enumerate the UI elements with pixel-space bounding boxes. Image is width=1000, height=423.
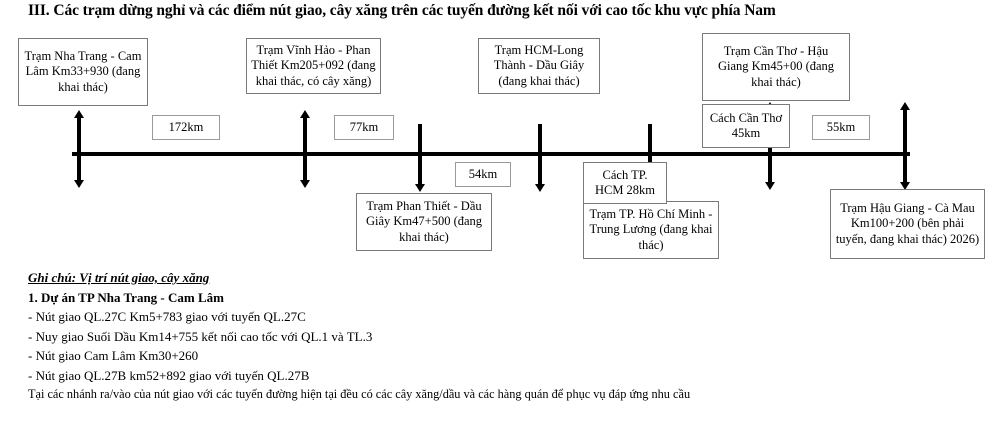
notes-line: Tại các nhánh ra/vào của nút giao với cá… xyxy=(28,387,691,401)
callout-label: Cách Cần Thơ 45km xyxy=(709,110,783,141)
arrow-head-down-icon xyxy=(535,184,545,192)
arrow-head-down-icon xyxy=(300,180,310,188)
station-box-can-tho-hau-giang: Trạm Cần Thơ - Hậu Giang Km45+00 (đang k… xyxy=(702,33,850,101)
timeline-tick-5 xyxy=(648,124,652,184)
timeline-axis xyxy=(72,152,910,156)
distance-label-55km: 55km xyxy=(812,115,870,140)
distance-label-77km: 77km xyxy=(334,115,394,140)
station-box-nha-trang-cam-lam: Trạm Nha Trang - Cam Lâm Km33+930 (đang … xyxy=(18,38,148,106)
notes-line: - Nút giao QL.27C Km5+783 giao với tuyến… xyxy=(28,309,306,324)
arrow-head-up-icon xyxy=(900,102,910,110)
arrow-head-down-icon xyxy=(900,182,910,190)
distance-text: 172km xyxy=(168,120,204,134)
station-box-vinh-hao-phan-thiet: Trạm Vĩnh Hảo - Phan Thiết Km205+092 (đa… xyxy=(246,38,381,94)
distance-text: 54km xyxy=(468,167,498,181)
notes-subheading: 1. Dự án TP Nha Trang - Cam Lâm xyxy=(28,289,224,305)
distance-label-172km: 172km xyxy=(152,115,220,140)
arrow-head-up-icon xyxy=(74,110,84,118)
station-box-hau-giang-ca-mau: Trạm Hậu Giang - Cà Mau Km100+200 (bên p… xyxy=(830,189,985,259)
distance-label-54km: 54km xyxy=(455,162,511,187)
station-label: Trạm Hậu Giang - Cà Mau Km100+200 (bên p… xyxy=(835,200,980,246)
station-box-phan-thiet-dau-giay: Trạm Phan Thiết - Dầu Giây Km47+500 (đan… xyxy=(356,193,492,251)
arrow-head-up-icon xyxy=(300,110,310,118)
arrow-head-down-icon xyxy=(415,184,425,192)
timeline-tick-2 xyxy=(303,118,307,180)
station-box-hcm-trung-luong: Trạm TP. Hồ Chí Minh - Trung Lương (đang… xyxy=(583,201,719,259)
station-label: Trạm Nha Trang - Cam Lâm Km33+930 (đang … xyxy=(24,48,142,94)
station-label: Trạm TP. Hồ Chí Minh - Trung Lương (đang… xyxy=(589,206,713,252)
station-label: Trạm Phan Thiết - Dầu Giây Km47+500 (đan… xyxy=(365,198,483,244)
callout-box-cach-tp-hcm: Cách TP. HCM 28km xyxy=(583,162,667,204)
notes-heading: Ghi chú: Vị trí nút giao, cây xăng xyxy=(28,270,210,285)
callout-label: Cách TP. HCM 28km xyxy=(594,167,656,198)
timeline-tick-3 xyxy=(418,124,422,184)
distance-text: 55km xyxy=(826,120,856,134)
station-label: Trạm HCM-Long Thành - Dầu Giây (đang kha… xyxy=(493,42,585,88)
notes-line: - Nuy giao Suối Dầu Km14+755 kết nối cao… xyxy=(28,328,373,344)
page-title: III. Các trạm dừng nghỉ và các điểm nút … xyxy=(28,2,776,19)
distance-text: 77km xyxy=(349,120,379,134)
notes-section: Ghi chú: Vị trí nút giao, cây xăng 1. Dự… xyxy=(28,268,788,405)
station-label: Trạm Vĩnh Hảo - Phan Thiết Km205+092 (đa… xyxy=(251,42,376,88)
callout-box-cach-can-tho: Cách Cần Thơ 45km xyxy=(702,104,790,148)
notes-line: - Nút giao QL.27B km52+892 giao với tuyế… xyxy=(28,367,310,383)
timeline-tick-7 xyxy=(903,110,907,182)
arrow-head-down-icon xyxy=(74,180,84,188)
station-box-hcm-long-thanh-dau-giay: Trạm HCM-Long Thành - Dầu Giây (đang kha… xyxy=(478,38,600,94)
timeline-tick-1 xyxy=(77,118,81,180)
arrow-head-down-icon xyxy=(765,182,775,190)
station-label: Trạm Cần Thơ - Hậu Giang Km45+00 (đang k… xyxy=(717,43,835,89)
timeline-tick-4 xyxy=(538,124,542,184)
notes-line: - Nút giao Cam Lâm Km30+260 xyxy=(28,348,199,363)
